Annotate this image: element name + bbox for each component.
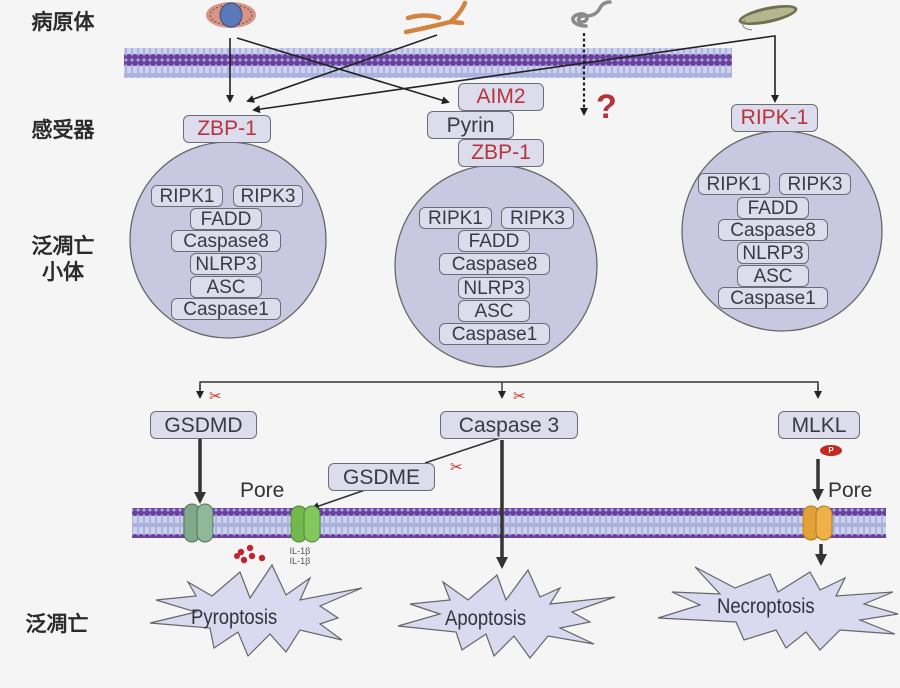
complex-right-ripk3: RIPK3 [779,173,851,195]
complex-right-caspase8: Caspase8 [718,219,828,241]
bracket-line [199,381,819,390]
scissors-icon: ✂ [513,388,526,405]
mlkl-pore-icon [802,505,833,541]
phosphorylation-badge: P [820,445,842,456]
cell-membrane-bottom [132,508,886,538]
arrow-bacteria-to-zbp1 [246,34,438,103]
complex-left-caspase1: Caspase1 [171,298,281,320]
outcome-apoptosis: Apoptosis [445,607,527,630]
pore-label-left: Pore [240,479,285,502]
complex-middle-nlrp3: NLRP3 [458,277,530,299]
complex-left-caspase8: Caspase8 [171,230,281,252]
scissors-icon: ✂ [450,459,463,476]
scissors-icon: ✂ [209,388,222,405]
virus-icon [206,2,256,28]
complex-left-asc: ASC [190,276,262,298]
cell-membrane-top [124,48,428,78]
complex-right-fadd: FADD [737,197,809,219]
complex-right-ripk1: RIPK1 [698,173,770,195]
complex-left-ripk3: RIPK3 [233,185,303,207]
arrow-gsdme-to-pore [311,488,369,510]
complex-middle-caspase1: Caspase1 [439,323,550,345]
gsdmd-pore-icon [183,503,214,543]
complex-middle-ripk1: RIPK1 [419,207,492,229]
sensor-zbp1-left: ZBP-1 [183,115,271,143]
complex-middle-caspase8: Caspase8 [439,253,550,275]
effector-caspase3: Caspase 3 [440,411,578,439]
line-caspase3-to-gsdme [424,437,501,464]
bacillus-icon [738,4,798,31]
unknown-sensor-question-mark: ? [596,88,617,126]
apoptosis-burst [397,568,616,659]
pyroptosis-burst [149,563,363,658]
outcome-necroptosis: Necroptosis [717,595,815,618]
bacteria-chain-icon [403,0,468,35]
sensor-zbp1-middle: ZBP-1 [458,139,544,167]
sensor-pyrin: Pyrin [427,111,514,139]
complex-left-fadd: FADD [190,208,262,230]
complex-middle-asc: ASC [458,300,530,322]
il1b-particles-icon [234,544,266,564]
il1b-label-1: IL-1β [289,546,311,556]
gsdme-pore-icon [290,505,321,543]
sensor-ripk1: RIPK-1 [731,104,818,132]
parasite-worm-icon [571,0,612,28]
arrow-bacillus-to-ripk1 [771,35,779,103]
il1b-label-2: IL-1β [289,556,311,566]
effector-gsdmd: GSDMD [150,411,257,439]
sensor-aim2: AIM2 [458,83,544,111]
outcome-pyroptosis: Pyroptosis [191,606,278,629]
complex-right-caspase1: Caspase1 [718,287,828,309]
row-label-panoptosome-line1: 泛凋亡 [31,234,95,258]
row-label-panoptosis: 泛凋亡 [25,612,89,636]
complex-left-nlrp3: NLRP3 [190,253,262,275]
complex-middle-fadd: FADD [458,230,530,252]
complex-left-ripk1: RIPK1 [151,185,223,207]
arrow-virus-to-middle [236,37,450,105]
row-label-sensor: 感受器 [31,118,95,142]
complex-right-asc: ASC [737,265,809,287]
necroptosis-burst [657,566,899,651]
pore-label-right: Pore [828,479,873,502]
arrow-bacillus-to-zbp1 [252,35,775,114]
effector-mlkl: MLKL [778,411,860,439]
row-label-pathogen: 病原体 [31,10,95,34]
effector-gsdme: GSDME [328,463,435,491]
row-label-panoptosome-line2: 小体 [42,260,84,284]
complex-middle-ripk3: RIPK3 [501,207,574,229]
complex-right-nlrp3: NLRP3 [737,242,809,264]
